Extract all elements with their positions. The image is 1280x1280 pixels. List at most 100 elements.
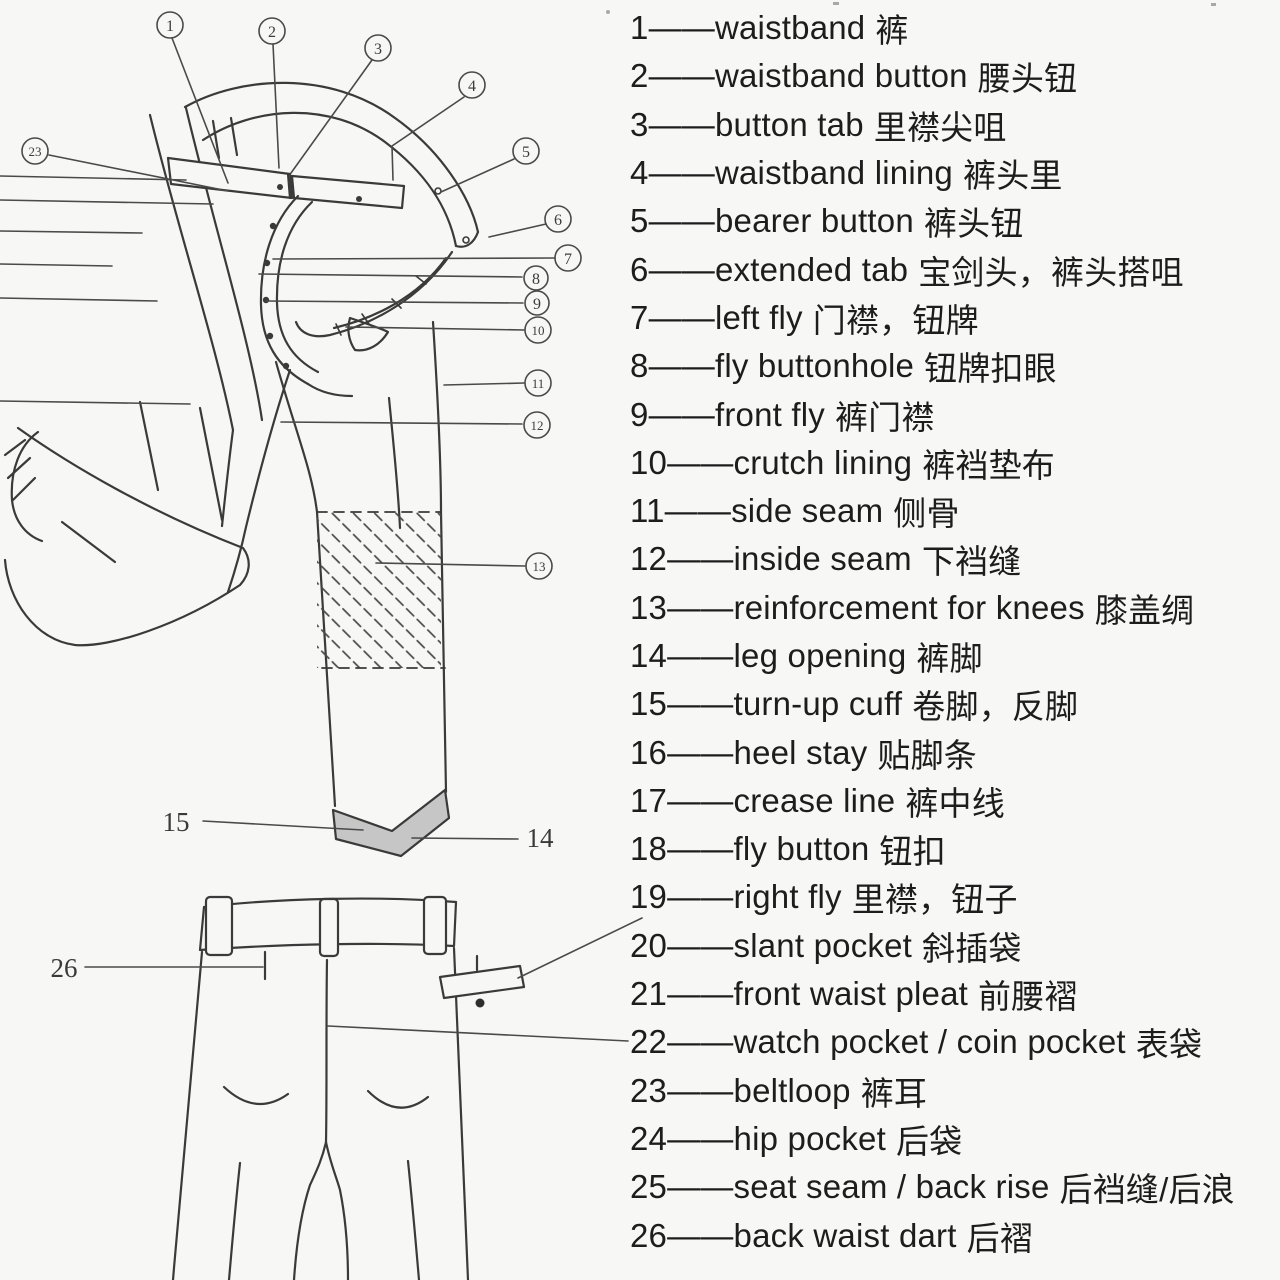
circled-callouts: 1 2 3 4 5 6 7 8 9 10 11 12 13 23: [21, 11, 582, 580]
svg-text:12: 12: [531, 418, 544, 433]
legend-separator: ——: [667, 443, 734, 481]
legend-separator: ——: [667, 781, 734, 819]
legend-term-en: heel stay: [733, 733, 868, 771]
legend-number: 18: [630, 830, 668, 868]
svg-text:14: 14: [527, 823, 555, 853]
svg-text:23: 23: [29, 144, 42, 159]
legend-term-en: waistband: [714, 9, 866, 47]
legend-term-zh: 裤中线: [905, 784, 1005, 822]
callout-1: 1: [156, 11, 184, 39]
legend-term-en: fly button: [733, 830, 870, 868]
legend-number: 25: [630, 1168, 668, 1206]
svg-text:2: 2: [268, 24, 276, 41]
legend-term-en: bearer button: [714, 202, 914, 240]
legend-term-zh: 裤门襟: [834, 398, 935, 436]
legend-term-en: left fly: [714, 298, 803, 336]
legend-number: 1: [630, 9, 649, 47]
legend-term-en: waistband lining: [714, 154, 953, 192]
legend-number: 6: [630, 250, 649, 288]
legend-separator: ——: [667, 540, 734, 578]
legend-number: 10: [630, 443, 668, 481]
legend-separator: ——: [667, 926, 734, 964]
svg-text:7: 7: [564, 251, 572, 268]
legend-number: 22: [630, 1023, 668, 1061]
legend-term-zh: 前腰褶: [978, 978, 1078, 1016]
legend-separator: ——: [648, 298, 715, 336]
svg-text:10: 10: [532, 323, 545, 338]
legend-number: 11: [630, 492, 665, 530]
figure-front-view: [3, 81, 480, 858]
svg-text:9: 9: [533, 296, 541, 313]
legend-separator: ——: [667, 830, 734, 868]
callout-6: 6: [544, 205, 572, 233]
svg-text:1: 1: [166, 18, 174, 35]
rolled-leg: [3, 426, 250, 647]
legend-term-zh: 裤脚: [916, 640, 983, 677]
legend-term-en: beltloop: [733, 1071, 851, 1109]
legend-number: 8: [630, 347, 649, 385]
callout-3: 3: [364, 34, 392, 62]
svg-text:8: 8: [532, 271, 540, 288]
legend-separator: ——: [648, 9, 715, 47]
legend-term-zh: 里襟，钮子: [851, 881, 1018, 919]
legend-term-en: front waist pleat: [733, 975, 969, 1013]
legend-term-zh: 卷脚，反脚: [912, 688, 1079, 726]
legend-term-en: slant pocket: [733, 926, 913, 964]
callout-12: 12: [523, 411, 551, 439]
callout-7: 7: [554, 244, 582, 272]
legend-term-zh: 后裆缝/后浪: [1059, 1171, 1235, 1209]
legend-separator: ——: [648, 347, 715, 385]
legend-term-zh: 贴脚条: [877, 736, 978, 774]
legend-number: 3: [630, 105, 649, 143]
legend-number: 4: [630, 154, 649, 192]
legend-term-zh: 裤头里: [963, 157, 1063, 195]
legend-term-zh: 钮扣: [879, 833, 946, 871]
legend-term-en: crutch lining: [733, 443, 913, 481]
callout-10: 10: [524, 316, 552, 344]
legend-separator: ——: [667, 1071, 734, 1109]
legend-term-en: crease line: [733, 781, 896, 819]
legend-number: 16: [630, 733, 668, 771]
legend-separator: ——: [667, 685, 734, 723]
legend-term-zh: 膝盖绸: [1094, 591, 1195, 629]
legend-term-zh: 裤: [875, 12, 909, 50]
callout-8: 8: [523, 265, 549, 291]
svg-text:3: 3: [374, 41, 382, 58]
legend-separator: ——: [667, 588, 734, 626]
legend-separator: ——: [667, 1216, 734, 1254]
callout-13: 13: [525, 552, 553, 580]
legend-term-en: watch pocket / coin pocket: [733, 1023, 1126, 1061]
legend-number: 12: [630, 540, 668, 578]
legend-term-zh: 腰头钮: [977, 60, 1078, 98]
legend-number: 23: [630, 1071, 668, 1109]
legend-number: 13: [630, 588, 668, 626]
legend-number: 21: [630, 975, 668, 1013]
legend-term-en: seat seam / back rise: [733, 1168, 1050, 1206]
knee-reinforcement-hatch: [317, 512, 441, 668]
legend-term-zh: 宝剑头，裤头搭咀: [918, 253, 1184, 291]
legend-term-en: reinforcement for knees: [733, 588, 1085, 626]
legend-number: 2: [630, 57, 649, 95]
legend-term-en: extended tab: [714, 250, 909, 288]
legend-term-en: button tab: [714, 105, 864, 143]
edge-noise: [606, 2, 1216, 14]
legend-term-en: turn-up cuff: [733, 685, 903, 723]
legend-separator: ——: [667, 975, 734, 1013]
